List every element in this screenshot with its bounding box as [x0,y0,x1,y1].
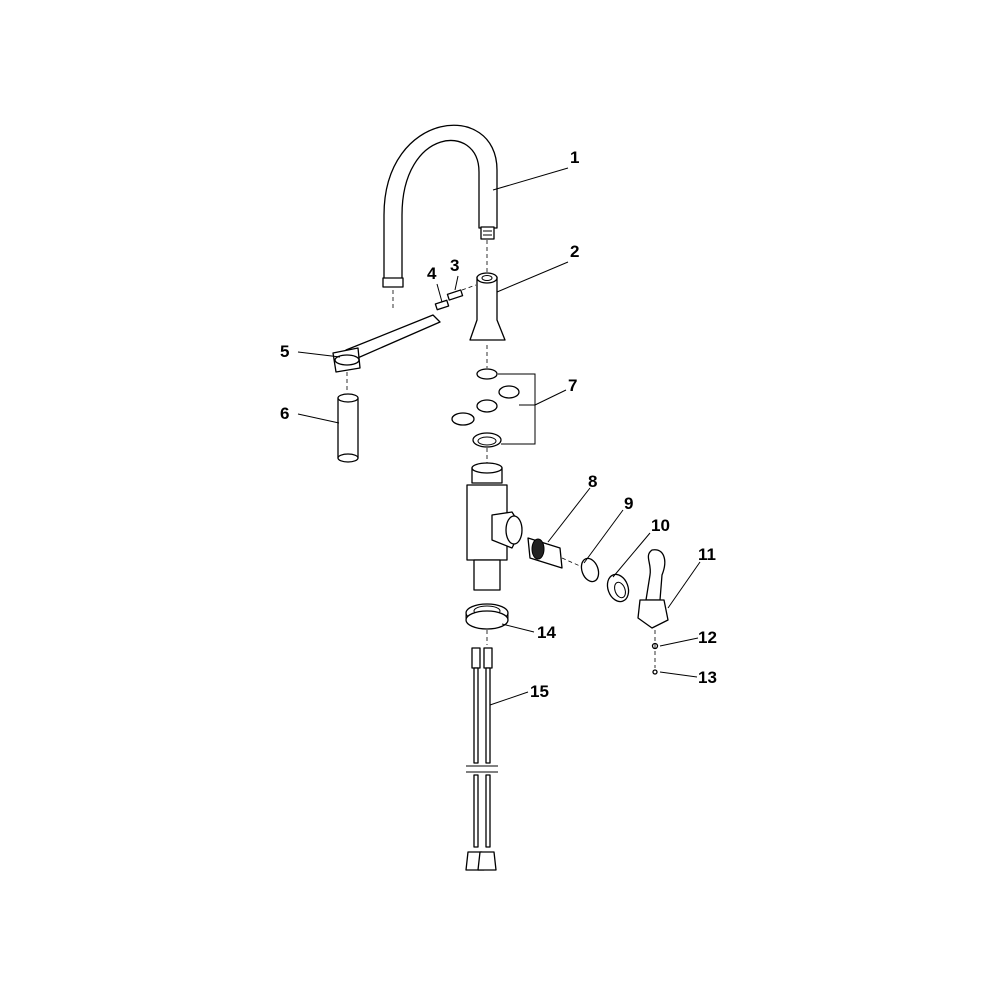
callout-4: 4 [427,264,437,283]
base-ring [465,603,509,630]
callout-1: 1 [570,148,579,167]
callout-12: 12 [698,628,717,647]
callout-3: 3 [450,256,459,275]
mixer-body [466,462,523,591]
callout-8: 8 [588,472,597,491]
callout-10: 10 [651,516,670,535]
spout-neck [382,124,498,288]
callout-15: 15 [530,682,549,701]
hand-shower [337,393,359,463]
callout-9: 9 [624,494,633,513]
callout-labels: 1 2 3 4 5 6 7 8 9 10 11 12 13 14 15 [280,148,717,701]
retaining-nut [606,573,630,603]
connector-pieces [434,284,477,311]
set-screw [651,630,659,675]
callout-11: 11 [698,545,716,564]
hand-shower-holder [332,314,441,373]
lever-handle [637,549,669,629]
seal-kit [451,368,536,448]
callout-2: 2 [570,242,579,261]
cartridge-o-ring [580,557,600,583]
callout-7: 7 [568,376,577,395]
callout-14: 14 [537,623,556,642]
supply-hoses [465,647,498,871]
leader-lines [297,167,701,706]
callout-5: 5 [280,342,289,361]
cartridge [527,537,581,569]
callout-13: 13 [698,668,717,687]
callout-6: 6 [280,404,289,423]
spout-body [469,272,506,341]
